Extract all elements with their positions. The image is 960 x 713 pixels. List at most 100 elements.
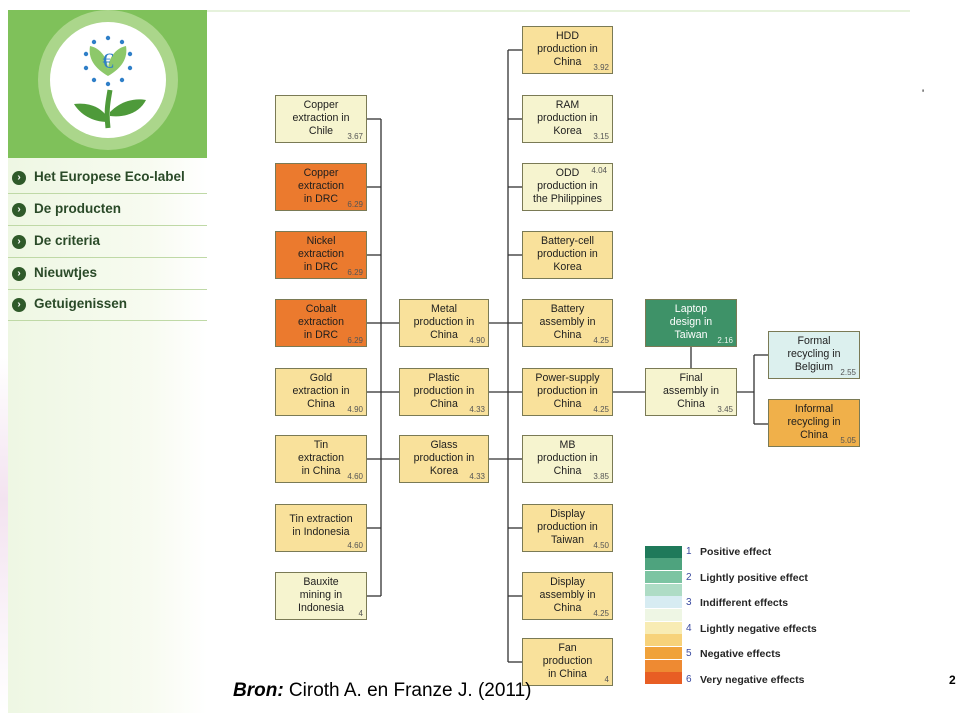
box-label: Cobalt extraction in DRC (298, 303, 344, 341)
box-label: Copper extraction in Chile (292, 99, 350, 137)
box-label: RAM production in Korea (537, 99, 598, 137)
box-copper-extraction-drc: Copper extraction in DRC 6.29 (275, 163, 367, 211)
box-power-supply-production-china: Power-supply production in China 4.25 (522, 368, 613, 416)
box-label: Metal production in China (413, 303, 475, 341)
box-label: Informal recycling in China (787, 403, 841, 441)
nav-label: Getuigenissen (34, 296, 128, 311)
legend-number: 6 (686, 674, 692, 685)
arrow-right-icon: › (12, 203, 26, 217)
box-fan-production-china: Fan production in China 4 (522, 638, 613, 686)
box-plastic-production-china: Plastic production in China 4.33 (399, 368, 489, 416)
box-label: Tin extraction in China (298, 439, 344, 477)
box-score: 6.29 (347, 268, 363, 277)
box-bauxite-mining-indonesia: Bauxite mining in Indonesia 4 (275, 572, 367, 620)
box-battery-cell-production-korea: Battery-cell production in Korea (522, 231, 613, 279)
source-text: Ciroth A. en Franze J. (2011) (283, 680, 532, 701)
tick-mark: ' (922, 88, 925, 100)
legend-number: 5 (686, 648, 692, 659)
nav-label: De producten (34, 201, 122, 216)
box-label: Laptop design in Taiwan (669, 303, 713, 341)
legend-label: Negative effects (700, 648, 781, 660)
box-label: Final assembly in China (663, 372, 719, 410)
legend-label: Positive effect (700, 546, 772, 558)
nav-label: De criteria (34, 233, 101, 248)
box-label: Display production in Taiwan (537, 508, 598, 546)
nav-item-criteria[interactable]: › De criteria (8, 227, 207, 258)
box-label: Fan production in China (542, 642, 593, 680)
legend-label: Lightly negative effects (700, 623, 817, 635)
legend-label: Indifferent effects (700, 597, 789, 609)
arrow-right-icon: › (12, 235, 26, 249)
nav-label: Nieuwtjes (34, 265, 98, 280)
box-score: 6.29 (347, 336, 363, 345)
eco-label-logo: € (8, 10, 207, 158)
box-tin-extraction-china: Tin extraction in China 4.60 (275, 435, 367, 483)
box-score: 3.45 (717, 405, 733, 414)
box-mb-production-china: MB production in China 3.85 (522, 435, 613, 483)
box-metal-production-china: Metal production in China 4.90 (399, 299, 489, 347)
box-label: MB production in China (537, 439, 598, 477)
box-final-assembly-china: Final assembly in China 3.45 (645, 368, 737, 416)
page-number: 2 (949, 673, 956, 687)
legend-number: 4 (686, 623, 692, 634)
nav-item-getuigenissen[interactable]: › Getuigenissen (8, 290, 207, 321)
box-score: 4.50 (593, 541, 609, 550)
legend-number: 2 (686, 572, 692, 583)
nav-item-eco-label[interactable]: › Het Europese Eco-label (8, 163, 207, 194)
box-score: 4.25 (593, 405, 609, 414)
nav-item-nieuwtjes[interactable]: › Nieuwtjes (8, 259, 207, 290)
box-score: 2.16 (717, 336, 733, 345)
euro-symbol: € (103, 48, 114, 73)
legend-swatch (645, 584, 682, 596)
box-score: 4.33 (469, 472, 485, 481)
box-score: 6.29 (347, 200, 363, 209)
header-rule (207, 10, 910, 12)
box-score: 3.67 (347, 132, 363, 141)
box-label: Formal recycling in Belgium (787, 335, 841, 373)
box-glass-production-korea: Glass production in Korea 4.33 (399, 435, 489, 483)
box-score: 3.85 (593, 472, 609, 481)
nav-label: Het Europese Eco-label (34, 169, 185, 184)
legend-swatch (645, 634, 682, 646)
box-label: Plastic production in China (413, 372, 475, 410)
box-label: HDD production in China (537, 30, 598, 68)
legend-swatch (645, 571, 682, 583)
box-label: Tin extraction in Indonesia (289, 513, 353, 538)
box-label: Power-supply production in China (535, 372, 600, 410)
box-copper-extraction-chile: Copper extraction in Chile 3.67 (275, 95, 367, 143)
source-prefix: Bron: (233, 680, 284, 701)
box-label: Glass production in Korea (413, 439, 475, 477)
box-nickel-extraction-drc: Nickel extraction in DRC 6.29 (275, 231, 367, 279)
legend-swatch (645, 622, 682, 634)
box-score: 4.25 (593, 336, 609, 345)
nav-item-producten[interactable]: › De producten (8, 195, 207, 226)
source-citation: Bron: Ciroth A. en Franze J. (2011) (233, 680, 531, 702)
legend-number: 3 (686, 597, 692, 608)
box-score: 4.90 (469, 336, 485, 345)
legend-swatch (645, 647, 682, 659)
box-score: 4.60 (347, 541, 363, 550)
box-label: ODD production in the Philippines (533, 167, 602, 205)
legend-swatch (645, 558, 682, 570)
box-gold-extraction-china: Gold extraction in China 4.90 (275, 368, 367, 416)
box-score: 2.55 (840, 368, 856, 377)
legend-label: Very negative effects (700, 674, 805, 686)
arrow-right-icon: › (12, 267, 26, 281)
box-score: 4.04 (591, 166, 607, 175)
arrow-right-icon: › (12, 171, 26, 185)
box-score: 3.92 (593, 63, 609, 72)
box-label: Gold extraction in China (292, 372, 350, 410)
legend-swatch (645, 546, 682, 558)
box-cobalt-extraction-drc: Cobalt extraction in DRC 6.29 (275, 299, 367, 347)
box-laptop-design-taiwan: Laptop design in Taiwan 2.16 (645, 299, 737, 347)
legend-swatch (645, 672, 682, 684)
box-score: 4.25 (593, 609, 609, 618)
legend-swatch (645, 609, 682, 621)
legend-label: Lightly positive effect (700, 572, 808, 584)
box-score: 4 (358, 609, 363, 618)
box-score: 3.15 (593, 132, 609, 141)
box-display-assembly-china: Display assembly in China 4.25 (522, 572, 613, 620)
box-label: Battery assembly in China (539, 303, 596, 341)
box-score: 4.33 (469, 405, 485, 414)
